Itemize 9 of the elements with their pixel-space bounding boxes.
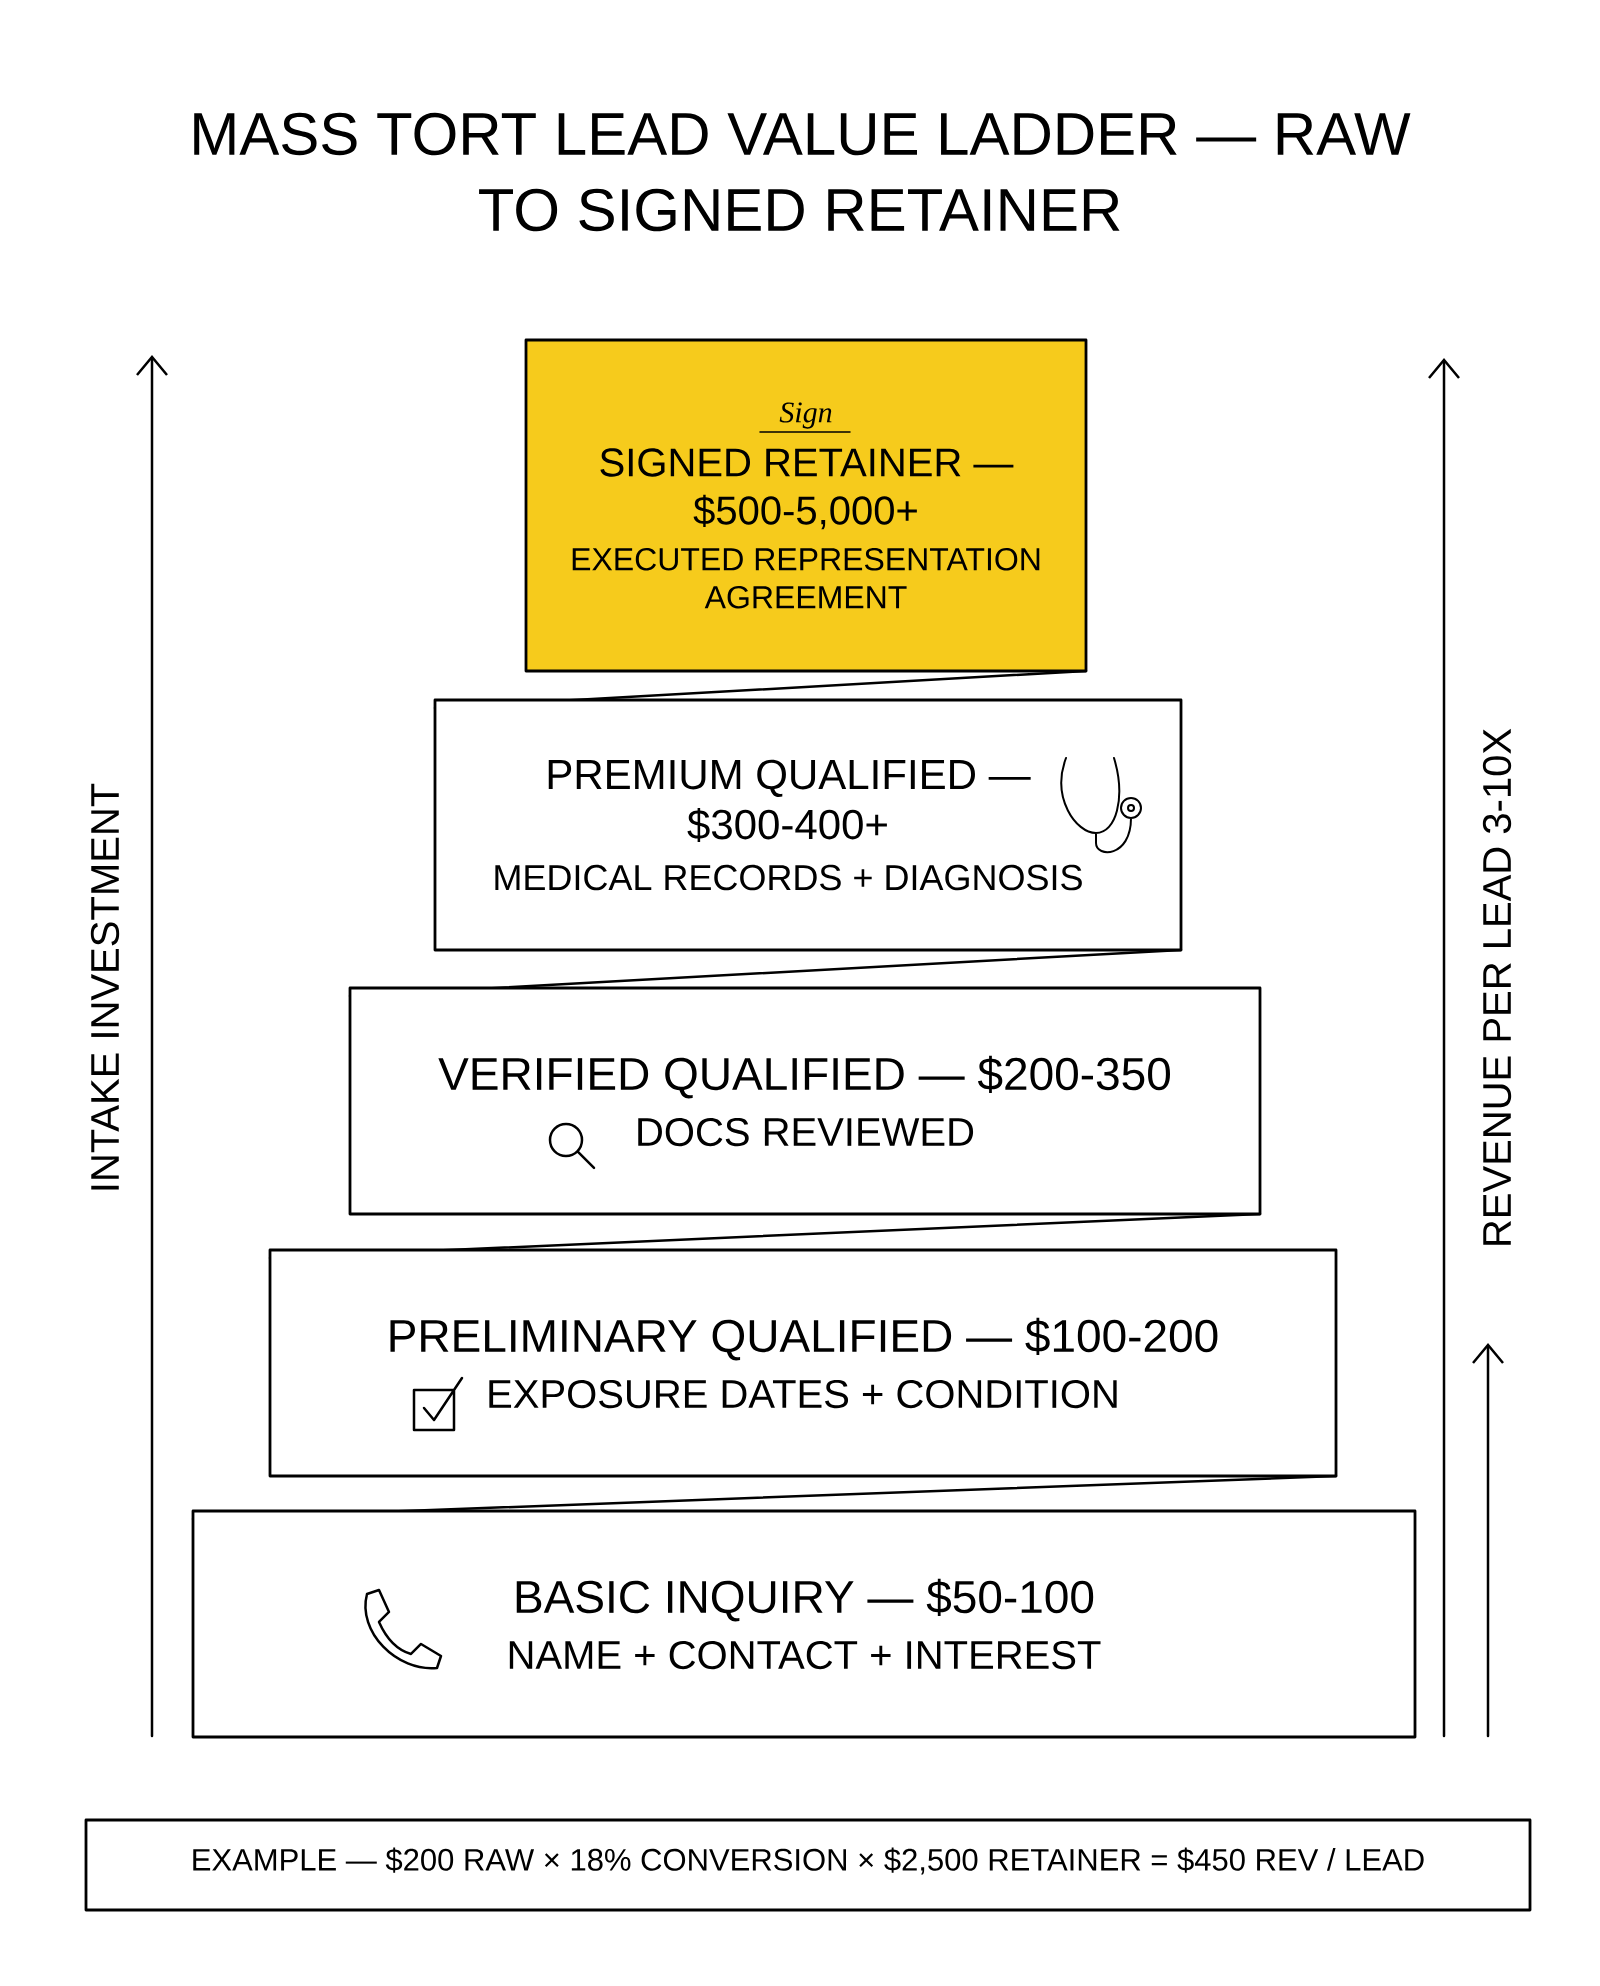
tier-box: Sign SIGNED RETAINER — $500-5,000+ EXECUTED REPRESENTATION AGREEMENT bbox=[524, 338, 1088, 673]
title: MASS TORT LEAD VALUE LADDER — RAW TO SIGNED RETAINER bbox=[194, 112, 1411, 232]
axis-label: INTAKE INVESTMENT bbox=[90, 783, 120, 1190]
tier-box: PRELIMINARY QUALIFIED — $100-200 EXPOSURE DATES + CONDITION bbox=[268, 1248, 1338, 1478]
axis-label: REVENUE PER LEAD 3-10X bbox=[1482, 728, 1512, 1245]
tier-box: VERIFIED QUALIFIED — $200-350 DOCS REVIEWED bbox=[348, 986, 1262, 1216]
example-box: EXAMPLE — $200 RAW × 18% CONVERSION × $2,500 RETAINER = $450 REV / LEAD bbox=[84, 1818, 1532, 1912]
tier-box: BASIC INQUIRY — $50-100 NAME + CONTACT + INTEREST bbox=[191, 1509, 1417, 1739]
tier-box: PREMIUM QUALIFIED — $300-400+ MEDICAL RECORDS + DIAGNOSIS bbox=[433, 698, 1183, 952]
